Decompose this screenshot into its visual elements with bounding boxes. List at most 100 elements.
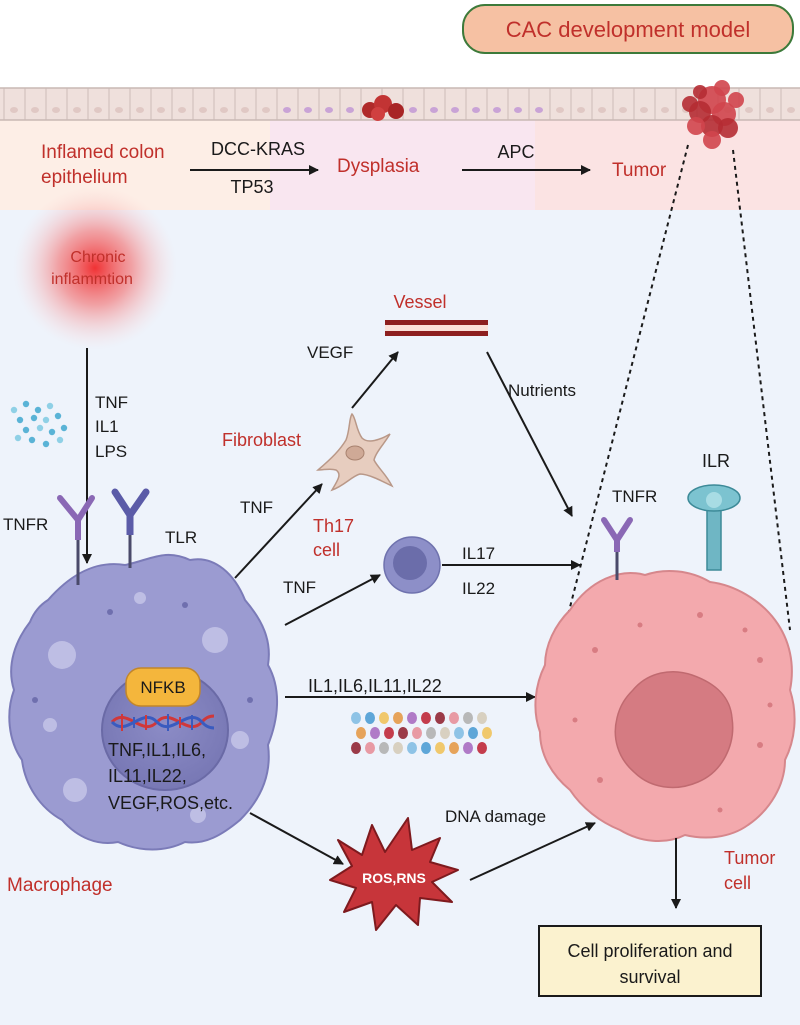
cell-nucleus: [556, 107, 564, 113]
cell-nucleus: [262, 107, 270, 113]
cytokine-particle: [477, 712, 487, 724]
cytokine-particle: [454, 727, 464, 739]
particle: [34, 406, 42, 414]
cytokine-particle: [351, 742, 361, 754]
cell-nucleus: [577, 107, 585, 113]
tumor-cell-blob: [701, 115, 723, 137]
cell-nucleus: [787, 107, 795, 113]
tnf-to-th17-label: TNF: [283, 578, 316, 597]
cytokine-particle: [384, 727, 394, 739]
tumor-cell-blob: [682, 96, 698, 112]
th17-label-line1: Th17: [313, 516, 354, 536]
arrow-macrophage-to-fibroblast: [234, 483, 323, 579]
cytokine-particle: [449, 712, 459, 724]
cytokine-particle: [356, 727, 366, 739]
ros-burst-icon: ROS,RNS: [329, 817, 459, 931]
cytokine-particle: [482, 727, 492, 739]
cell-nucleus: [10, 107, 18, 113]
cell-nucleus: [31, 107, 39, 113]
particle: [48, 428, 56, 436]
cytokine-particle: [351, 712, 361, 724]
cell-nucleus: [493, 107, 501, 113]
particle: [42, 440, 50, 448]
arrow-macrophage-to-ros: [249, 812, 344, 865]
fibroblast-label: Fibroblast: [222, 430, 301, 450]
cell-nucleus: [325, 107, 333, 113]
outcome-line2: survival: [619, 967, 680, 987]
cytokine-particle: [393, 742, 403, 754]
vegf-label: VEGF: [307, 343, 353, 362]
dna-damage-label: DNA damage: [445, 807, 546, 826]
cell-nucleus: [451, 107, 459, 113]
macrophage-output-line3: VEGF,ROS,etc.: [108, 793, 233, 813]
cytokine-particle: [426, 727, 436, 739]
tlr-receptor: [111, 488, 150, 568]
cell-nucleus: [220, 107, 228, 113]
tumor-cell-label-line2: cell: [724, 873, 751, 893]
particle: [22, 400, 30, 408]
cytokine-particle: [440, 727, 450, 739]
cell-nucleus: [745, 107, 753, 113]
macrophage-output-line1: TNF,IL1,IL6,: [108, 740, 206, 760]
tumor-label: Tumor: [612, 160, 667, 181]
particle: [60, 424, 68, 432]
particle: [22, 426, 30, 434]
cell-nucleus: [430, 107, 438, 113]
ros-label: ROS,RNS: [362, 870, 426, 886]
tumor-cell-blob: [693, 85, 707, 99]
il17-label: IL17: [462, 544, 495, 563]
zoom-line-left: [567, 144, 689, 616]
tumor-cell-label-line1: Tumor: [724, 848, 775, 868]
cytokine-particles: [351, 712, 492, 754]
particle: [14, 434, 22, 442]
cytokine-particle: [421, 712, 431, 724]
dysplasia-label: Dysplasia: [337, 156, 420, 177]
cytokine-particle: [421, 742, 431, 754]
inflammation-line2: inflammtion: [51, 271, 133, 288]
particle: [28, 436, 36, 444]
vessel-label: Vessel: [393, 292, 446, 312]
inflamed-label-line2: epithelium: [41, 167, 128, 188]
cell-nucleus: [178, 107, 186, 113]
macrophage-tnfr-receptor: [57, 495, 95, 585]
cell-nucleus: [73, 107, 81, 113]
cell-nucleus: [115, 107, 123, 113]
title-text: CAC development model: [506, 17, 751, 42]
cytokine-particle: [412, 727, 422, 739]
dysplasia-cluster: [362, 95, 404, 121]
cytokine-particle: [407, 712, 417, 724]
cytokines-label: IL1,IL6,IL11,IL22: [308, 676, 442, 696]
inflammation-line1: Chronic: [70, 249, 125, 266]
cytokine-particle: [477, 742, 487, 754]
cytokine-particle: [435, 742, 445, 754]
tumor-cell-blob: [687, 117, 705, 135]
vessel: Vessel: [385, 292, 488, 336]
cytokine-particle: [449, 742, 459, 754]
cell-nucleus: [304, 107, 312, 113]
cell-nucleus: [619, 107, 627, 113]
cytokine-particle: [463, 712, 473, 724]
ilr-receptor: [687, 484, 741, 571]
nfkb-box: [125, 667, 201, 707]
macrophage-label: Macrophage: [7, 875, 113, 896]
tp53-label: TP53: [230, 177, 273, 197]
cytokine-particle: [398, 727, 408, 739]
tumor-cell-blob: [728, 92, 744, 108]
cytokine-particle: [370, 727, 380, 739]
th17-cell: [383, 536, 441, 594]
cell-nucleus: [661, 107, 669, 113]
chronic-inflammation: Chronic inflammtion: [13, 186, 177, 350]
cell-nucleus: [598, 107, 606, 113]
tumor-cell-blob: [714, 80, 730, 96]
ilr-label: ILR: [702, 451, 730, 471]
tumor-cell-blob: [703, 131, 721, 149]
stimulus-lps: LPS: [95, 442, 127, 461]
tumor-tnfr-receptor: [601, 517, 633, 580]
cytokine-particle: [407, 742, 417, 754]
particle: [46, 402, 54, 410]
cytokine-particle: [365, 712, 375, 724]
tumor-cell-body: [534, 570, 796, 842]
cell-nucleus: [535, 107, 543, 113]
